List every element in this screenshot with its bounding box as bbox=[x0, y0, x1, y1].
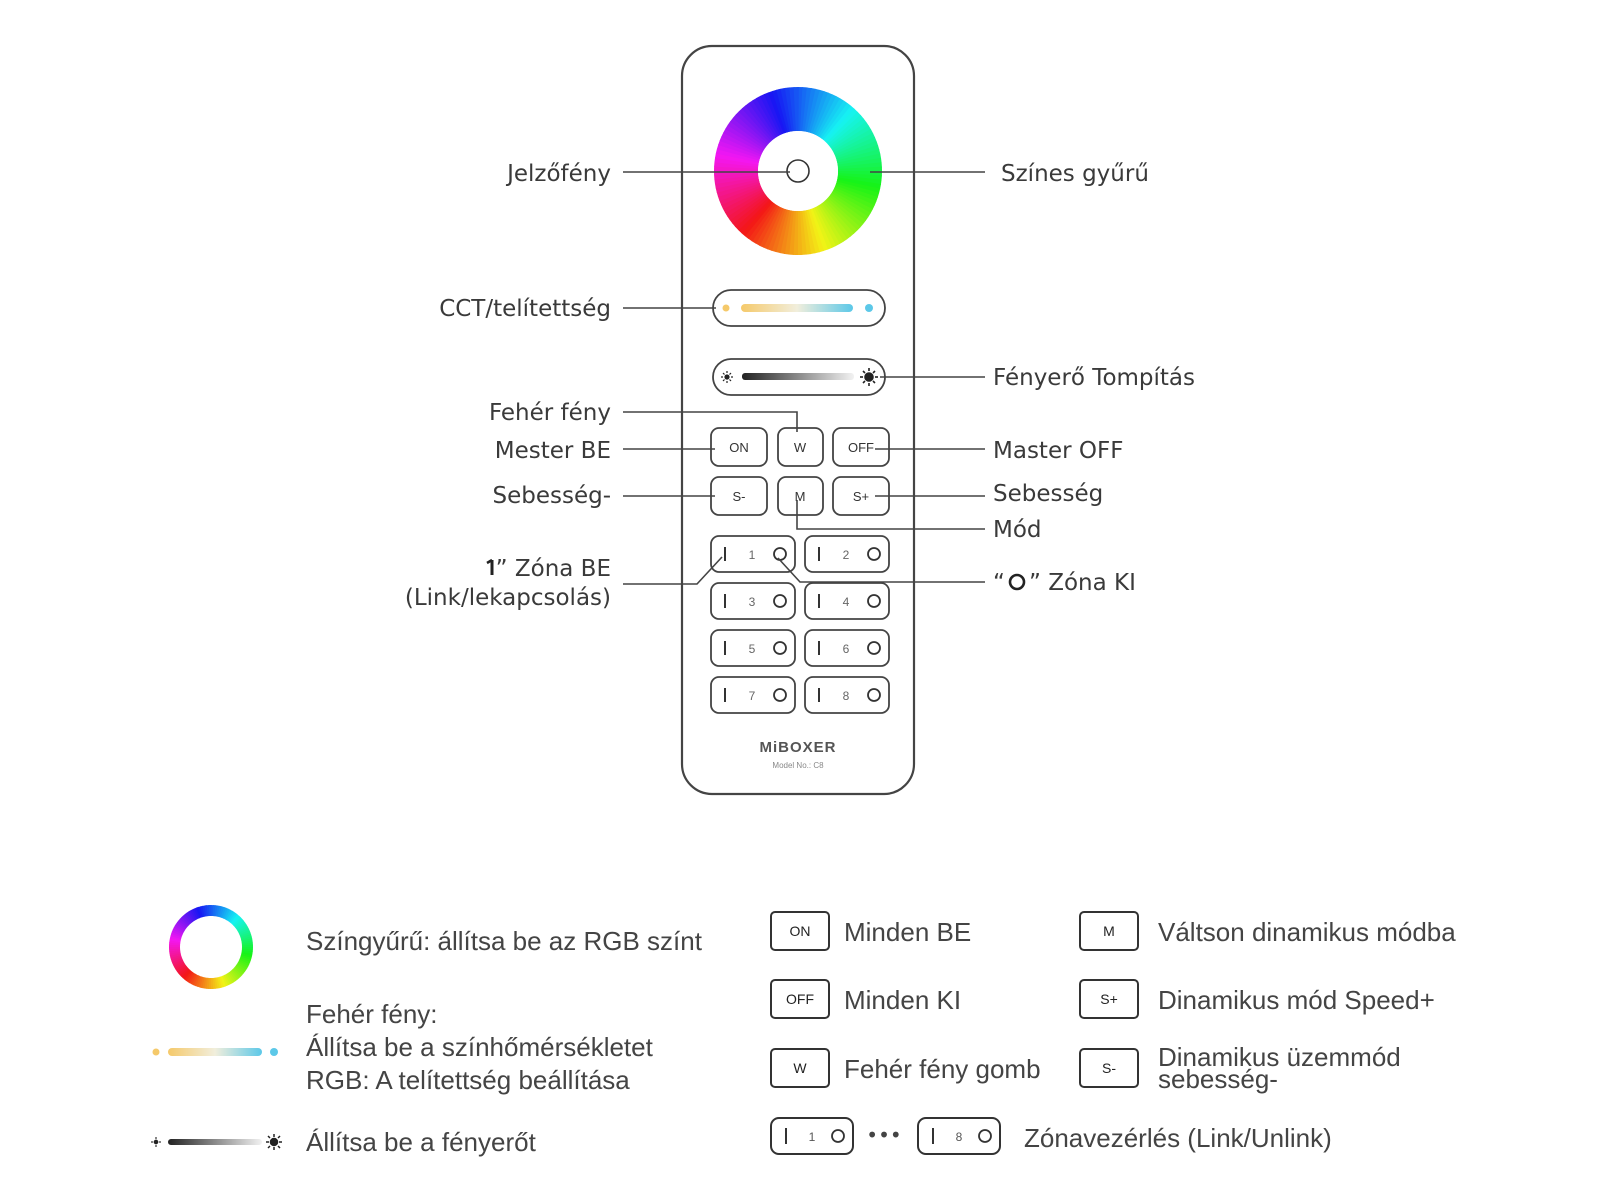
legend-w-desc: Fehér fény gomb bbox=[844, 1054, 1041, 1084]
svg-text:” Zóna BE: ” Zóna BE bbox=[496, 556, 611, 582]
zone-off-icon bbox=[867, 688, 881, 702]
legend-on-desc: Minden BE bbox=[844, 917, 971, 947]
legend-on-button-icon: ON bbox=[770, 911, 830, 951]
sun-large-icon bbox=[860, 368, 878, 386]
sun-small-icon bbox=[721, 371, 733, 383]
legend-color-ring-desc: Színgyűrű: állítsa be az RGB színt bbox=[306, 926, 703, 956]
color-ring[interactable] bbox=[714, 87, 883, 255]
callout-master-off: Master OFF bbox=[993, 438, 1123, 464]
callout-zone-off: “ ” Zóna KI bbox=[993, 570, 1136, 596]
legend-splus-button-icon: S+ bbox=[1079, 979, 1139, 1019]
model-number: Model No.: C8 bbox=[772, 761, 824, 770]
legend-sminus-desc-line1: Dinamikus üzemmód bbox=[1158, 1042, 1401, 1072]
legend-brightness-desc: Állítsa be a fényerőt bbox=[306, 1127, 537, 1157]
zone-number: 7 bbox=[749, 689, 756, 703]
zone-buttons: 1 2 3 4 5 6 7 8 bbox=[710, 535, 890, 714]
legend-splus-desc: Dinamikus mód Speed+ bbox=[1158, 985, 1435, 1015]
zone-off-icon bbox=[867, 594, 881, 608]
svg-text:OFF: OFF bbox=[848, 440, 874, 455]
svg-text:S-: S- bbox=[1102, 1060, 1116, 1076]
svg-text:1: 1 bbox=[809, 1130, 816, 1144]
legend-cct-icon bbox=[152, 1048, 278, 1056]
legend-ellipsis: ••• bbox=[866, 1123, 901, 1147]
zone-button-1[interactable]: 1 bbox=[710, 535, 796, 573]
zone-button-6[interactable]: 6 bbox=[804, 629, 890, 667]
mode-button[interactable]: M bbox=[777, 476, 824, 516]
brightness-slider[interactable] bbox=[712, 358, 886, 396]
zone-button-5[interactable]: 5 bbox=[710, 629, 796, 667]
svg-text:OFF: OFF bbox=[786, 991, 814, 1007]
zone-button-3[interactable]: 3 bbox=[710, 582, 796, 620]
callout-master-on: Mester BE bbox=[495, 438, 611, 464]
zone-off-icon bbox=[773, 688, 787, 702]
zone-button-4[interactable]: 4 bbox=[804, 582, 890, 620]
svg-text:W: W bbox=[794, 440, 807, 455]
legend-off-desc: Minden KI bbox=[844, 985, 961, 1015]
speed-minus-button[interactable]: S- bbox=[710, 476, 768, 516]
legend-white-line1: Fehér fény: bbox=[306, 999, 438, 1029]
legend-w-button-icon: W bbox=[770, 1048, 830, 1088]
callout-indicator: Jelzőfény bbox=[505, 161, 611, 187]
svg-text:S+: S+ bbox=[853, 489, 869, 504]
zone-number: 1 bbox=[749, 548, 756, 562]
zone-number: 3 bbox=[749, 595, 756, 609]
on-button[interactable]: ON bbox=[710, 427, 768, 467]
legend-sminus-desc-line2: sebesség- bbox=[1158, 1064, 1278, 1094]
legend-color-ring-icon bbox=[169, 905, 254, 989]
legend-zone-first-icon: 1 bbox=[770, 1117, 854, 1155]
callout-speed-minus: Sebesség- bbox=[492, 483, 611, 509]
legend-sminus-button-icon: S- bbox=[1079, 1048, 1139, 1088]
svg-text:“: “ bbox=[993, 570, 1005, 596]
zone-off-icon bbox=[867, 641, 881, 655]
legend-m-desc: Váltson dinamikus módba bbox=[1158, 917, 1456, 947]
callout-cct: CCT/telítettség bbox=[439, 296, 611, 322]
legend-m-button-icon: M bbox=[1079, 911, 1139, 951]
callout-color-ring: Színes gyűrű bbox=[1001, 161, 1149, 187]
brand-logo: MiBOXER bbox=[759, 739, 836, 756]
zone-number: 8 bbox=[843, 689, 850, 703]
indicator-light bbox=[786, 159, 810, 183]
legend-white-line2: Állítsa be a színhőmérsékletet bbox=[306, 1032, 654, 1062]
zone-off-icon bbox=[867, 547, 881, 561]
legend-zone-desc: Zónavezérlés (Link/Unlink) bbox=[1024, 1123, 1332, 1153]
svg-text:S-: S- bbox=[733, 489, 746, 504]
legend-brightness-icon bbox=[151, 1134, 282, 1150]
callout-mode: Mód bbox=[993, 517, 1042, 543]
zone-off-icon bbox=[773, 641, 787, 655]
svg-text:ON: ON bbox=[790, 923, 811, 939]
zone-number: 6 bbox=[843, 642, 850, 656]
cct-slider[interactable] bbox=[712, 289, 886, 327]
legend-white-line3: RGB: A telítettség beállítása bbox=[306, 1065, 630, 1095]
zone-button-2[interactable]: 2 bbox=[804, 535, 890, 573]
svg-text:M: M bbox=[795, 489, 806, 504]
zone-button-7[interactable]: 7 bbox=[710, 676, 796, 714]
off-button[interactable]: OFF bbox=[832, 427, 890, 467]
white-button[interactable]: W bbox=[777, 427, 824, 467]
svg-text:W: W bbox=[793, 1060, 807, 1076]
callout-speed-plus: Sebesség bbox=[993, 481, 1103, 507]
svg-text:M: M bbox=[1103, 923, 1115, 939]
zone-button-8[interactable]: 8 bbox=[804, 676, 890, 714]
zone-number: 4 bbox=[843, 595, 850, 609]
zone-on-glyph-icon bbox=[486, 558, 494, 575]
svg-text:ON: ON bbox=[729, 440, 749, 455]
zone-number: 2 bbox=[843, 548, 850, 562]
callout-zone-on: ” Zóna BE (Link/lekapcsolás) bbox=[405, 556, 611, 611]
svg-text:8: 8 bbox=[956, 1130, 963, 1144]
svg-text:” Zóna KI: ” Zóna KI bbox=[1029, 570, 1136, 596]
svg-text:(Link/lekapcsolás): (Link/lekapcsolás) bbox=[405, 585, 611, 611]
callout-brightness: Fényerő Tompítás bbox=[993, 365, 1195, 391]
legend-off-button-icon: OFF bbox=[770, 979, 830, 1019]
callout-white-light: Fehér fény bbox=[489, 400, 611, 426]
legend-zone-last-icon: 8 bbox=[917, 1117, 1001, 1155]
zone-off-glyph-icon bbox=[1008, 573, 1026, 591]
svg-text:S+: S+ bbox=[1100, 991, 1118, 1007]
zone-number: 5 bbox=[749, 642, 756, 656]
zone-off-icon bbox=[773, 594, 787, 608]
